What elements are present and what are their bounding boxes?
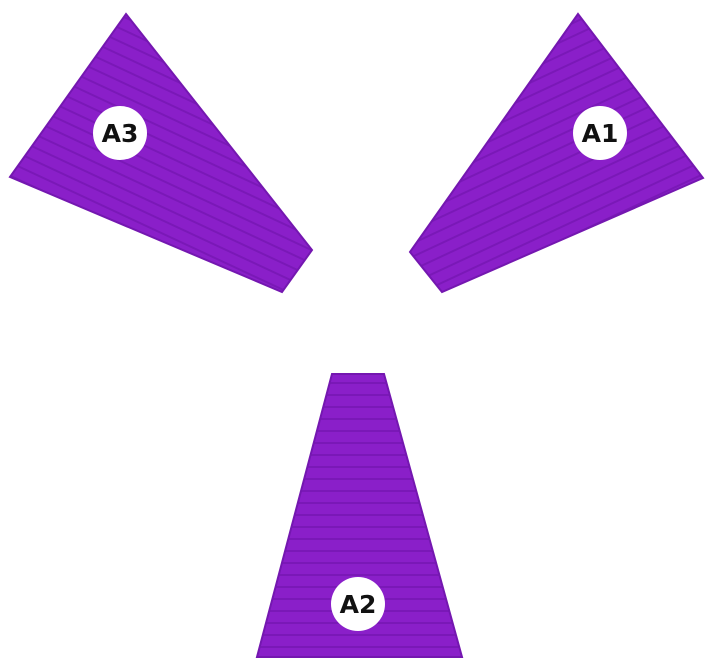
segment-a1: A1	[410, 14, 703, 292]
segment-a3-label: A3	[102, 119, 139, 148]
segment-a2: A2	[257, 374, 462, 657]
segment-a3: A3	[10, 14, 312, 292]
segment-a2-label: A2	[340, 590, 377, 619]
segment-a1-label: A1	[582, 119, 619, 148]
segment-a3-shape	[10, 14, 312, 292]
segment-a1-shape	[410, 14, 703, 292]
